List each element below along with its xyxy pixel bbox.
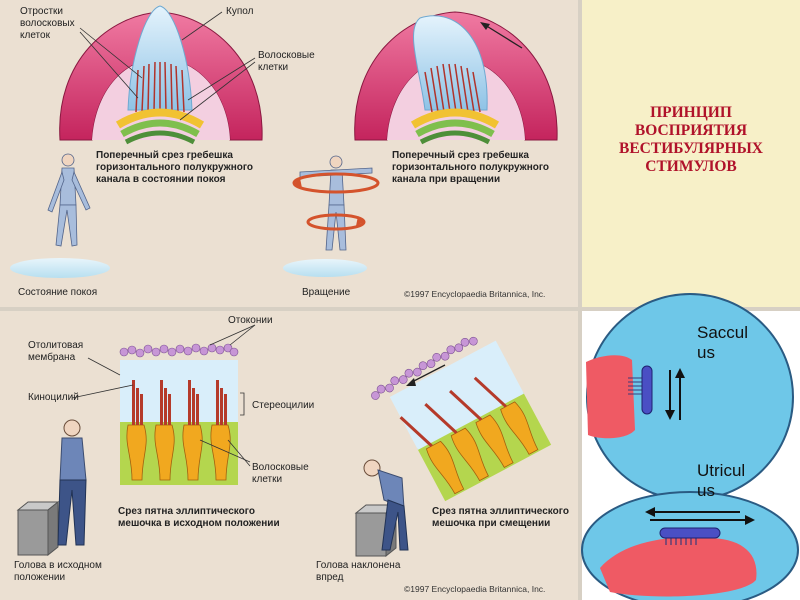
ice-disc-rest [10,258,110,278]
vertical-divider [578,0,582,600]
caption-macula-initial: Срез пятна эллиптического мешочка в исхо… [118,506,280,529]
sacculus-diagram [586,293,794,501]
slide-title: ПРИНЦИП ВОСПРИЯТИЯ ВЕСТИБУЛЯРНЫХ СТИМУЛО… [619,104,763,175]
title-panel [582,0,800,307]
label-cupula: Купол [226,6,254,17]
label-state-rest: Состояние покоя [18,287,98,298]
label-sacculus: Saccul us [697,323,749,362]
ampulla-rest [59,5,263,145]
label-hair-cells-top: Волосковые клетки [258,50,315,73]
horizontal-divider [0,307,800,311]
ampulla-rotation [354,11,558,145]
figure-head-tilted [354,459,409,558]
figure-standing [47,153,91,247]
macula-initial [119,343,239,485]
top-leader-lines [79,11,256,121]
caption-macula-shift: Срез пятна эллиптического мешочка при см… [432,506,569,529]
label-hair-cells-bottom: Волосковые клетки [252,462,309,485]
label-otolith-membrane: Отолитовая мембрана [28,340,84,363]
figure-head-initial [16,419,87,557]
label-state-rotation: Вращение [302,287,351,298]
figure-rotating [299,155,373,251]
label-kinocilium: Киноцилий [28,392,79,403]
caption-crista-rest: Поперечный срез гребешка горизонтального… [96,150,254,185]
copyright-bottom: ©1997 Encyclopaedia Britannica, Inc. [404,584,546,594]
copyright-top: ©1997 Encyclopaedia Britannica, Inc. [404,289,546,299]
caption-crista-rotation: Поперечный срез гребешка горизонтального… [392,150,550,185]
label-head-tilted: Голова наклонена впред [316,560,401,583]
macula-shift [371,336,552,502]
label-otoconia: Отоконии [228,315,273,326]
label-stereocilia: Стереоцилии [252,400,315,411]
utriculus-diagram [581,491,799,600]
label-hair-processes: Отростки волосковых клеток [20,6,75,41]
ice-disc-rotation [283,259,367,277]
bottom-leader-lines [71,324,256,467]
label-head-initial: Голова в исходном положении [14,560,102,583]
label-utriculus: Utricul us [697,461,746,500]
